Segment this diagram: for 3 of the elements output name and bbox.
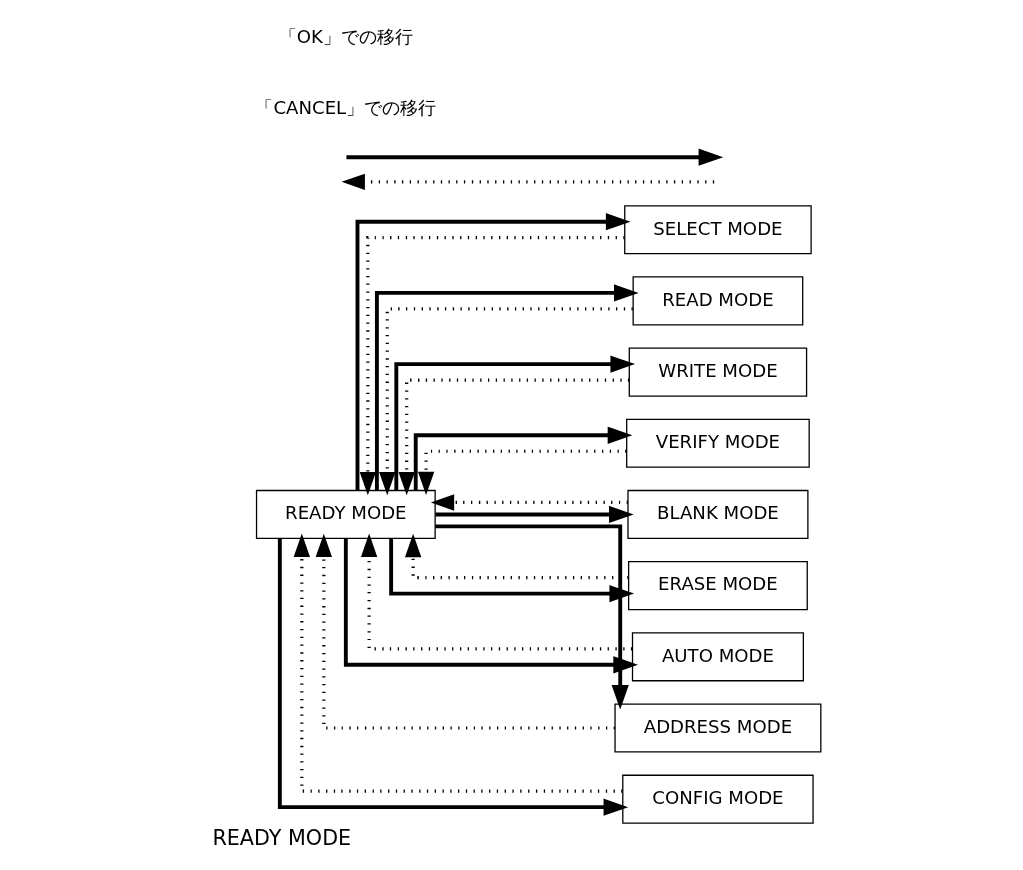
- caption: READY MODE: [212, 825, 352, 850]
- legend-label: 「OK」での移行: [278, 25, 413, 47]
- legend-label: 「CANCEL」での移行: [255, 96, 437, 118]
